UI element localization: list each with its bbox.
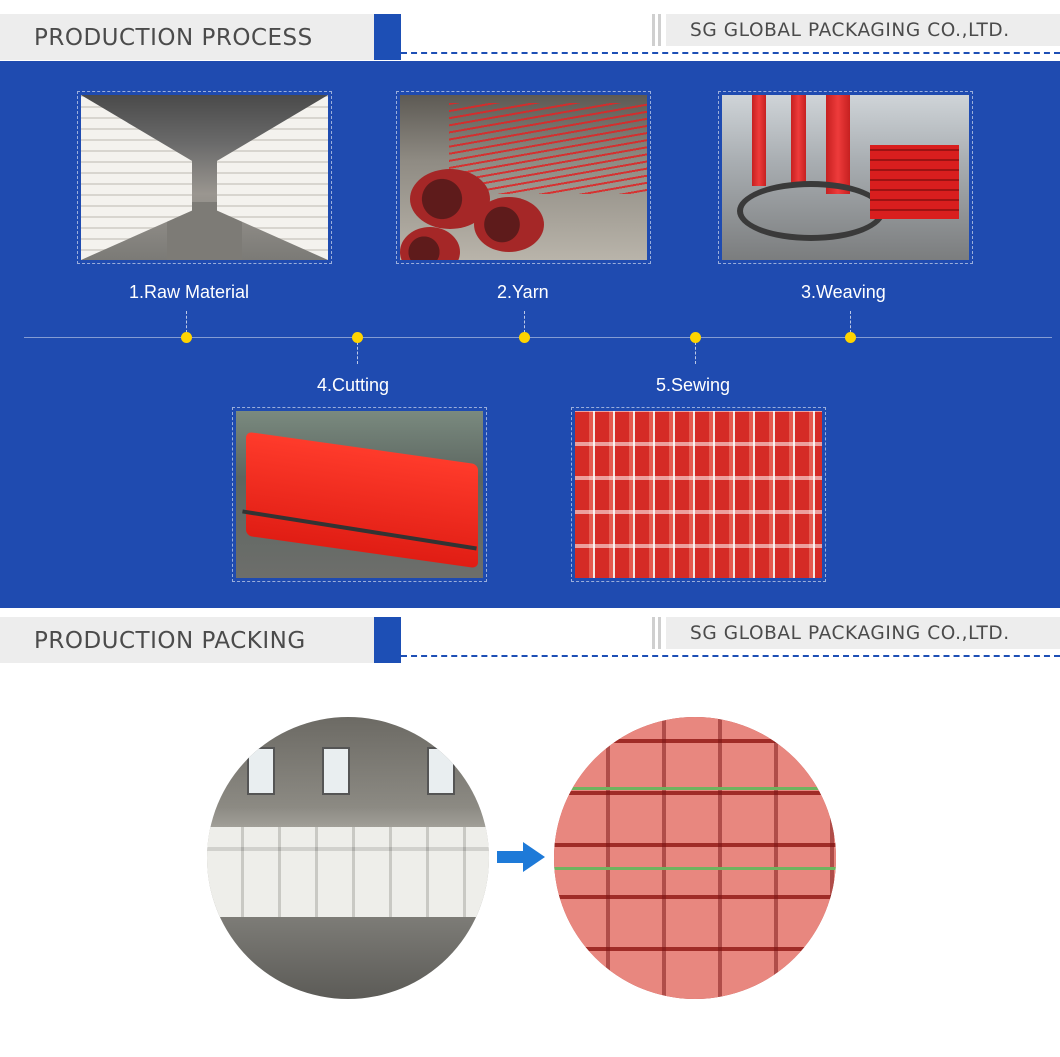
step-label-cutting: 4.Cutting bbox=[317, 375, 390, 395]
step-photo-cutting bbox=[232, 407, 487, 582]
timeline-dot bbox=[845, 332, 856, 343]
section-title: PRODUCTION PACKING bbox=[34, 628, 306, 654]
step-label-yarn: 2.Yarn bbox=[497, 282, 549, 302]
production-process-section: 1.Raw Material 2.Yarn 3.Weaving 4.Cuttin… bbox=[0, 61, 1060, 608]
section-title: PRODUCTION PROCESS bbox=[34, 25, 313, 51]
production-packing-header: PRODUCTION PACKING SG GLOBAL PACKAGING C… bbox=[0, 617, 1060, 663]
arrow-right-icon bbox=[497, 842, 545, 872]
company-name: SG GLOBAL PACKAGING CO.,LTD. bbox=[690, 623, 1010, 644]
step-photo-sewing bbox=[571, 407, 826, 582]
process-timeline bbox=[24, 337, 1052, 338]
step-photo-yarn bbox=[396, 91, 651, 264]
step-label-sewing: 5.Sewing bbox=[656, 375, 731, 395]
timeline-dot bbox=[519, 332, 530, 343]
company-name: SG GLOBAL PACKAGING CO.,LTD. bbox=[690, 20, 1010, 41]
packing-photo-bales bbox=[554, 717, 836, 999]
production-process-header: PRODUCTION PROCESS SG GLOBAL PACKAGING C… bbox=[0, 14, 1060, 60]
timeline-dot bbox=[352, 332, 363, 343]
step-label-weaving: 3.Weaving bbox=[801, 282, 886, 302]
timeline-dot bbox=[181, 332, 192, 343]
timeline-dot bbox=[690, 332, 701, 343]
step-label-raw-material: 1.Raw Material bbox=[129, 282, 250, 302]
step-photo-raw-material bbox=[77, 91, 332, 264]
packing-photo-warehouse bbox=[207, 717, 489, 999]
step-photo-weaving bbox=[718, 91, 973, 264]
